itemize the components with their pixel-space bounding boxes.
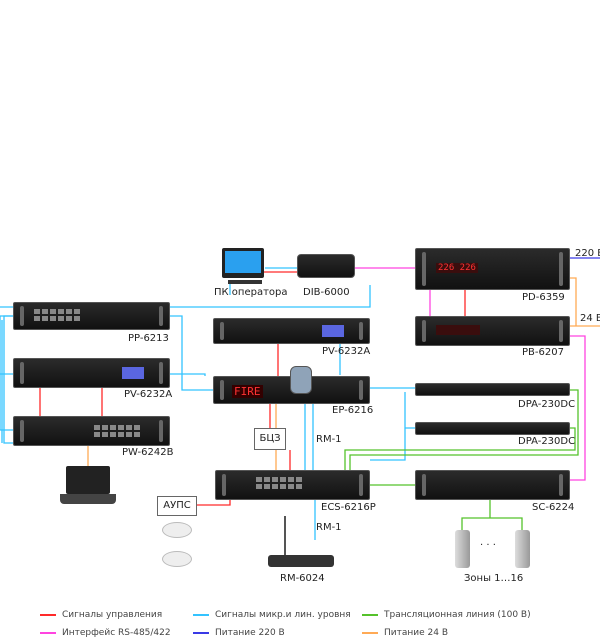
zones-label: Зоны 1…16 (464, 573, 524, 584)
legend-item: Питание 24 В (362, 628, 448, 638)
operator-pc-icon (222, 248, 264, 278)
laptop-keyboard-icon (60, 494, 116, 504)
control-wires (39, 271, 466, 506)
legend-item: Трансляционная линия (100 В) (362, 610, 531, 620)
pv-center-label: PV-6232A (322, 346, 371, 357)
rm1-bottom-label: RM-1 (316, 522, 342, 533)
speaker-icon (515, 530, 530, 568)
ecs-6216p-device (215, 470, 370, 500)
pd-display: 226 226 (436, 263, 478, 273)
ep-label: EP-6216 (332, 405, 374, 416)
smoke-detector-icon (162, 522, 192, 538)
dpa-230dc-1-device (415, 383, 570, 396)
pw-6242b-device (13, 416, 170, 446)
rm1-top-label: RM-1 (316, 434, 342, 445)
line-level-wires (0, 267, 415, 540)
ecs-label: ECS-6216P (321, 502, 376, 513)
rm-label: RM-6024 (280, 573, 325, 584)
laptop-icon (66, 466, 110, 494)
rm-6024-device (268, 555, 334, 567)
sc-6224-device (415, 470, 570, 500)
aups-box: АУПС (157, 496, 197, 516)
fire-display: FIRE (232, 385, 263, 398)
pv-6232a-left-device (13, 358, 170, 388)
dib-label: DIB-6000 (303, 287, 350, 298)
legend-item: Интерфейс RS-485/422 (40, 628, 171, 638)
pv-left-label: PV-6232A (124, 389, 173, 400)
pd-6359-device: 226 226 (415, 248, 570, 290)
pp-label: PP-6213 (128, 333, 169, 344)
220v-label: 220 В (575, 248, 600, 259)
keyboard-icon (228, 280, 262, 284)
pc-label: ПК оператора (214, 287, 288, 298)
legend-item: Сигналы управления (40, 610, 162, 620)
rs485-wires (355, 267, 586, 481)
speaker-line-wires (344, 389, 579, 530)
dib-6000-device (297, 254, 355, 278)
pd-label: PD-6359 (522, 292, 565, 303)
dpa-230dc-2-device (415, 422, 570, 435)
pb-6207-device (415, 316, 570, 346)
pv-6232a-center-device (213, 318, 370, 344)
dpa2-label: DPA-230DC (518, 436, 576, 447)
pb-label: PB-6207 (522, 347, 564, 358)
24v-label: 24 В (580, 313, 600, 324)
speaker-dots: · · · (480, 540, 496, 551)
smoke-detector-icon (162, 551, 192, 567)
speaker-icon (455, 530, 470, 568)
sc-label: SC-6224 (532, 502, 575, 513)
microphone-icon (290, 366, 312, 394)
legend-item: Питание 220 В (193, 628, 285, 638)
pw-label: PW-6242B (122, 447, 174, 458)
pp-6213-device (13, 302, 170, 330)
dpa1-label: DPA-230DC (518, 399, 576, 410)
rm-6024-gooseneck-icon (284, 516, 286, 556)
bcz-box: БЦЗ (254, 428, 286, 450)
legend-item: Сигналы микр.и лин. уровня (193, 610, 351, 620)
